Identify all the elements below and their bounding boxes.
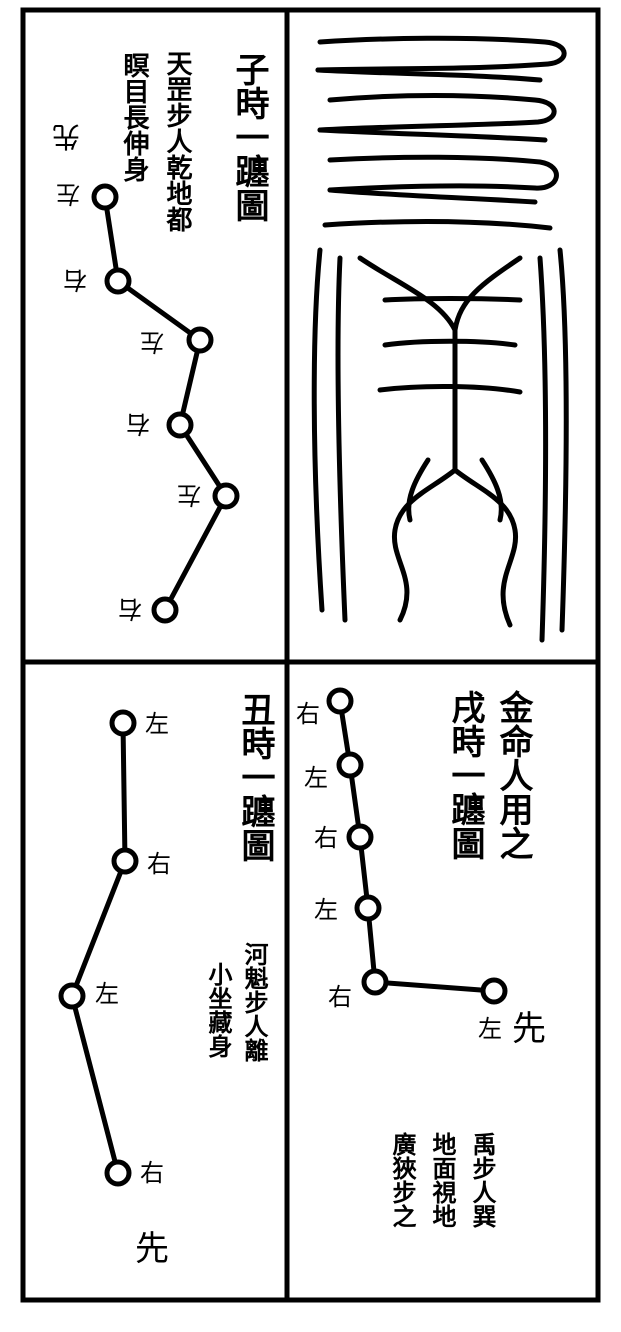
zi-step-label-1: 左 [56, 180, 80, 208]
xu-step-node-4 [354, 894, 382, 922]
chou-step-node-3 [58, 982, 86, 1010]
xu-path [326, 687, 508, 1005]
zi-step-label-5: 左 [177, 481, 201, 509]
xu-note-line-3: 廣狹步之 [388, 1132, 417, 1228]
chou-line [69, 722, 128, 1174]
zi-step-label-6: 右 [118, 595, 142, 623]
zi-step-node-6 [151, 596, 179, 624]
xu-title-line-2: 戌時一躔圖 [445, 690, 485, 860]
chou-note-line-1: 河魁步人離 [240, 942, 269, 1062]
zi-step-node-4 [166, 411, 194, 439]
xu-note-line-2: 地面視地 [428, 1132, 457, 1228]
xu-step-label-6: 左 [478, 1015, 502, 1043]
chou-step-node-1 [109, 709, 137, 737]
zi-step-node-3 [186, 326, 214, 354]
outer-frame [20, 7, 601, 1303]
zi-step-label-2: 右 [63, 266, 87, 294]
xu-step-label-5: 右 [328, 983, 352, 1011]
xu-step-node-5 [361, 968, 389, 996]
chou-path [58, 709, 139, 1187]
zi-note-line-1: 天罡步人乾地都 [162, 50, 192, 232]
zi-step-node-1 [91, 183, 119, 211]
chou-step-node-4 [104, 1159, 132, 1187]
chou-step-label-1: 左 [145, 710, 169, 738]
zi-line [102, 196, 229, 612]
xu-step-label-1: 右 [296, 700, 320, 728]
chou-step-label-2: 右 [147, 850, 171, 878]
chou-step-label-3: 左 [95, 980, 119, 1008]
zi-note-line-2: 瞑目長伸身 [119, 52, 149, 182]
xu-step-label-2: 左 [304, 764, 328, 792]
xu-step-node-6 [480, 977, 508, 1005]
chou-title: 丑時一躔圖 [235, 692, 275, 862]
zi-step-label-4: 右 [126, 410, 150, 438]
xu-step-label-3: 右 [314, 824, 338, 852]
xu-start-label: 先 [512, 1009, 546, 1049]
zi-step-node-5 [212, 482, 240, 510]
xu-step-node-3 [346, 823, 374, 851]
zi-start-label: 先 [52, 120, 81, 153]
xu-step-node-1 [326, 687, 354, 715]
zi-path [91, 183, 240, 624]
zi-step-label-3: 左 [140, 328, 164, 356]
chou-step-node-2 [111, 847, 139, 875]
zi-title: 子時一躔圖 [229, 52, 269, 222]
chou-note-line-2: 小坐藏身 [204, 962, 233, 1058]
chou-start-label: 先 [135, 1229, 169, 1269]
xu-title-line-1: 金命人用之 [493, 690, 533, 860]
xu-step-node-2 [336, 751, 364, 779]
seal-script-glyph [311, 35, 569, 643]
xu-note-line-1: 禹步人巽 [468, 1132, 497, 1228]
chou-step-label-4: 右 [140, 1159, 164, 1187]
xu-step-label-4: 左 [314, 896, 338, 924]
zi-step-node-2 [104, 267, 132, 295]
